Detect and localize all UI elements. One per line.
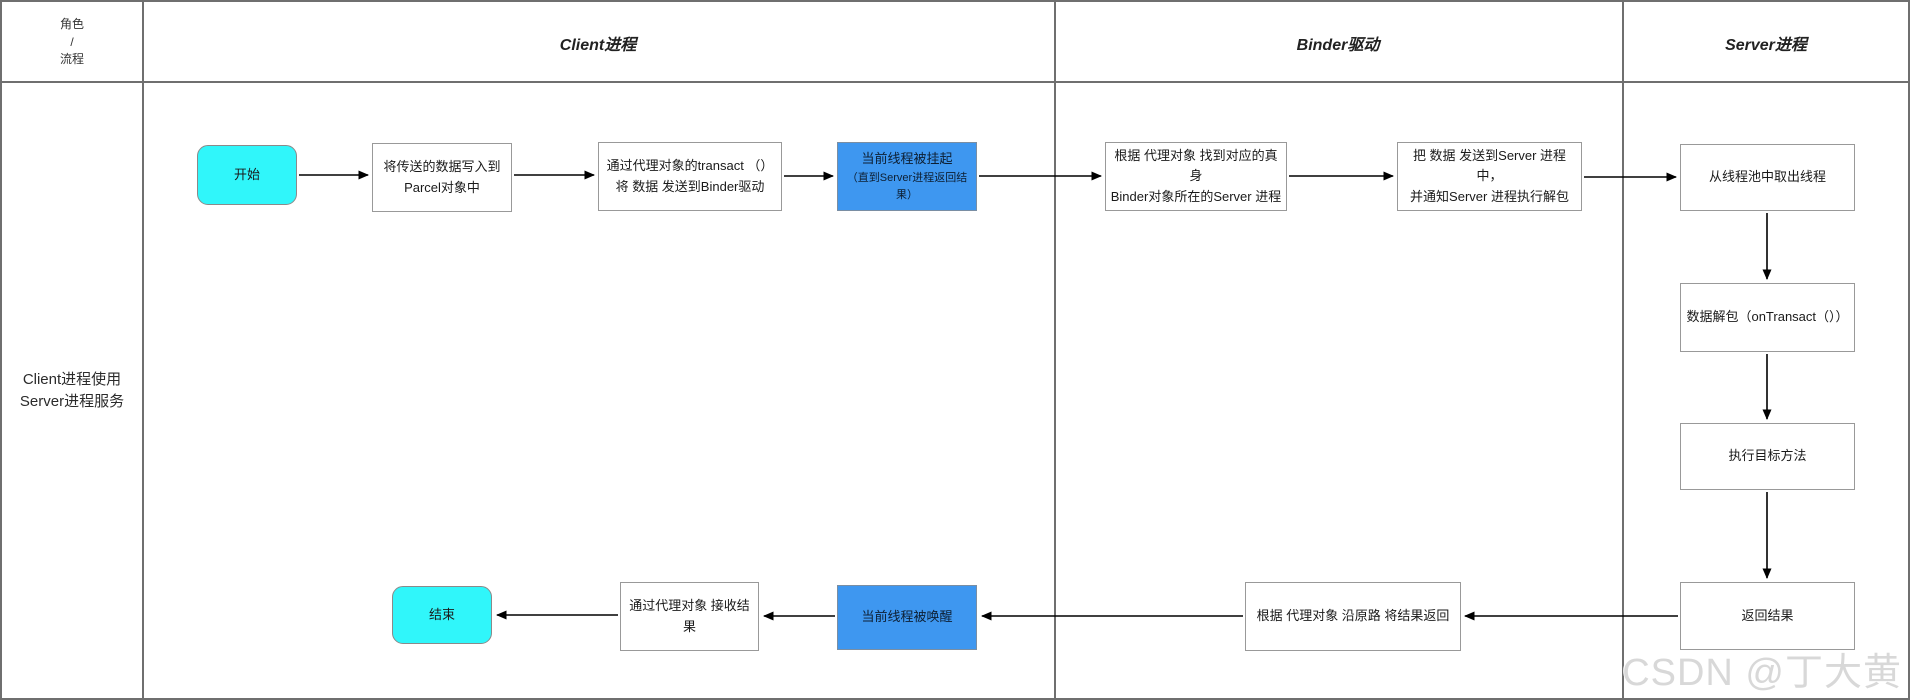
lane-header-binder: Binder驱动 <box>1056 4 1620 81</box>
node-unpack-label: 数据解包（onTransact（）） <box>1686 309 1849 325</box>
node-execute: 执行目标方法 <box>1680 423 1855 490</box>
lane-header-binder-label: Binder驱动 <box>1296 36 1380 54</box>
corner-label: 角色 / 流程 <box>59 17 84 67</box>
lane-header-client-label: Client进程 <box>559 36 637 54</box>
lane-header-server: Server进程 <box>1624 4 1908 81</box>
node-start-label: 开始 <box>233 166 260 182</box>
node-return-result-label: 返回结果 <box>1741 607 1794 623</box>
lane-header-server-label: Server进程 <box>1725 36 1807 54</box>
lane-divider <box>1054 2 1056 698</box>
lane-header-client: Client进程 <box>144 4 1052 81</box>
node-thread-wakeup-label: 当前线程被唤醒 <box>861 609 953 625</box>
node-thread-suspended-label: 当前线程被挂起 <box>861 150 953 166</box>
node-thread-wakeup: 当前线程被唤醒 <box>837 585 977 650</box>
node-write-parcel: 将传送的数据写入到 Parcel对象中 <box>372 143 512 212</box>
node-thread-suspended-sub: （直到Server进程返回结果） <box>846 172 968 202</box>
row-label: Client进程使用 Server进程服务 <box>19 370 125 410</box>
node-execute-label: 执行目标方法 <box>1728 448 1807 464</box>
node-start: 开始 <box>197 145 297 205</box>
node-receive-result: 通过代理对象 接收结果 <box>620 582 759 651</box>
node-send-to-server-label: 把 数据 发送到Server 进程中， 并通知Server 进程执行解包 <box>1410 148 1569 204</box>
header-divider <box>2 81 1908 83</box>
node-unpack: 数据解包（onTransact（）） <box>1680 283 1855 352</box>
node-find-server: 根据 代理对象 找到对应的真身 Binder对象所在的Server 进程 <box>1105 142 1287 211</box>
node-take-thread-label: 从线程池中取出线程 <box>1708 169 1826 185</box>
node-take-thread: 从线程池中取出线程 <box>1680 144 1855 211</box>
node-end-label: 结束 <box>428 606 455 622</box>
node-send-to-server: 把 数据 发送到Server 进程中， 并通知Server 进程执行解包 <box>1397 142 1582 211</box>
lane-divider <box>142 2 144 698</box>
node-thread-suspended: 当前线程被挂起 （直到Server进程返回结果） <box>837 142 977 211</box>
node-result-back: 根据 代理对象 沿原路 将结果返回 <box>1245 582 1461 651</box>
lane-divider <box>1622 2 1624 698</box>
node-write-parcel-label: 将传送的数据写入到 Parcel对象中 <box>383 159 501 195</box>
node-receive-result-label: 通过代理对象 接收结果 <box>629 598 750 634</box>
csdn-watermark: CSDN @丁大黄 <box>1622 652 1902 694</box>
node-transact-send: 通过代理对象的transact （） 将 数据 发送到Binder驱动 <box>598 142 782 211</box>
node-find-server-label: 根据 代理对象 找到对应的真身 Binder对象所在的Server 进程 <box>1110 148 1282 204</box>
node-end: 结束 <box>392 586 492 644</box>
node-result-back-label: 根据 代理对象 沿原路 将结果返回 <box>1256 608 1450 624</box>
corner-cell: 角色 / 流程 <box>4 4 140 81</box>
node-return-result: 返回结果 <box>1680 582 1855 650</box>
node-transact-send-label: 通过代理对象的transact （） 将 数据 发送到Binder驱动 <box>606 158 774 194</box>
